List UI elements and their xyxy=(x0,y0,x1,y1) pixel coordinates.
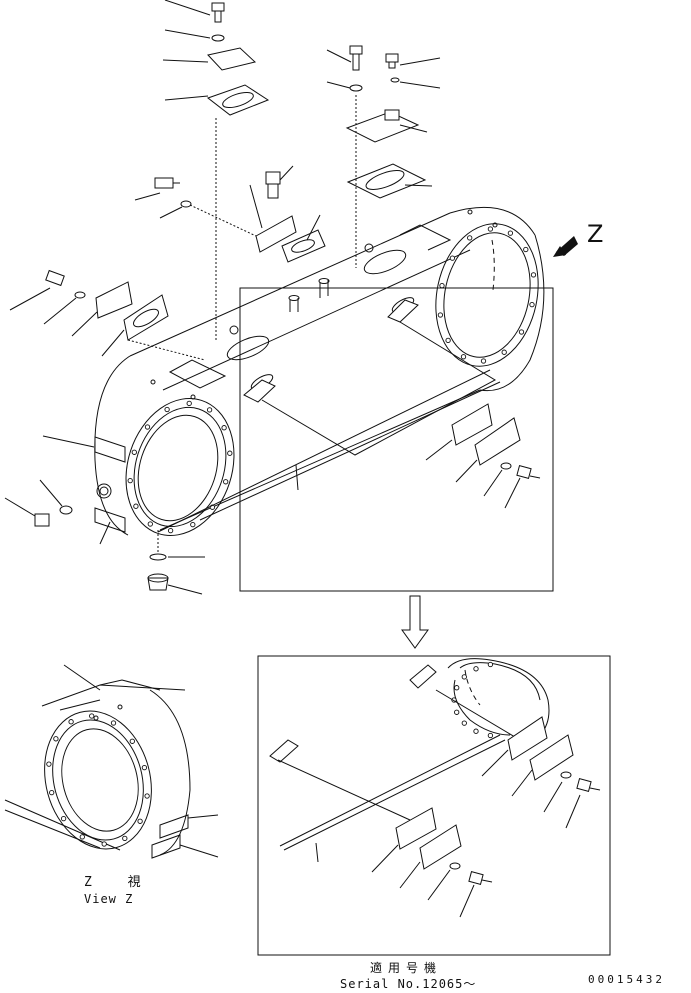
bolt-hole xyxy=(144,793,150,799)
bolt-hole xyxy=(206,407,213,413)
bolt-top-right xyxy=(345,45,427,268)
bolt-hole xyxy=(167,527,174,534)
bolt-hole xyxy=(221,425,227,431)
down-arrow-icon xyxy=(401,595,429,649)
bolt-hole xyxy=(454,709,460,715)
bolt-hole xyxy=(454,685,460,691)
side-brackets xyxy=(94,436,126,533)
bolt-hole xyxy=(473,666,479,672)
strip-line xyxy=(157,369,491,533)
bolt-hole xyxy=(523,246,529,253)
bolt-hole xyxy=(227,450,233,456)
case-housing xyxy=(94,206,545,536)
bolt-hole xyxy=(529,301,535,308)
detail-box-upper xyxy=(239,287,554,592)
right-flange-ring xyxy=(435,223,539,367)
view-z-marker: Z xyxy=(587,220,604,248)
bolt-hole xyxy=(487,661,494,668)
top-openings xyxy=(150,209,498,400)
bolt-hole xyxy=(518,329,525,335)
bolt-hole xyxy=(473,728,479,734)
bolt-top-left xyxy=(206,2,270,340)
bolt-hole xyxy=(439,282,445,289)
bolt-hole xyxy=(144,424,151,430)
bolt-hole xyxy=(487,732,494,739)
bolt-hole xyxy=(461,720,467,726)
serial-caption-jp: 適用号機 xyxy=(370,961,443,975)
bolt-hole xyxy=(46,761,52,767)
document-number: 00015432 xyxy=(588,973,665,986)
bolt-hole xyxy=(437,312,444,318)
serial-caption-en: Serial No.12065～ xyxy=(340,977,477,991)
arrow-icon xyxy=(553,236,578,257)
bolt-hole xyxy=(445,337,451,344)
bolt-hole xyxy=(122,835,128,842)
bolt-hole xyxy=(507,230,514,236)
bolt-hole xyxy=(129,738,135,744)
left-flange-ring xyxy=(125,398,235,536)
bolt-hole xyxy=(460,354,467,360)
bolt-hole xyxy=(89,713,95,719)
breather-parts xyxy=(154,171,326,263)
bolt-hole xyxy=(60,815,67,822)
bolt-hole xyxy=(133,503,139,509)
bolt-hole xyxy=(164,406,170,413)
bolt-hole xyxy=(137,818,143,824)
bolt-hole xyxy=(487,226,494,232)
bolt-hole xyxy=(449,255,456,261)
left-side-cover-parts xyxy=(34,269,206,527)
drain-plug xyxy=(147,530,169,591)
bolt-hole xyxy=(101,841,107,847)
bolt-hole xyxy=(127,477,133,484)
bolt-hole xyxy=(467,235,473,241)
view-z-inset xyxy=(4,664,219,859)
bolt-hole xyxy=(461,674,467,680)
bolt-hole xyxy=(530,272,537,278)
bolt-hole xyxy=(501,349,507,355)
leader-lines xyxy=(4,0,441,595)
view-z-caption-jp: Z 視 xyxy=(84,875,155,890)
bolt-hole xyxy=(79,834,85,840)
bolt-hole xyxy=(186,400,192,407)
bolt-hole xyxy=(110,720,117,726)
detail-box-lower xyxy=(257,655,611,956)
bolt-hole xyxy=(480,358,487,364)
bolt-hole xyxy=(68,719,74,725)
bolt-hole xyxy=(53,736,59,742)
bolt-hole xyxy=(49,789,55,796)
view-z-caption-en: View Z xyxy=(84,892,134,906)
bolt-hole xyxy=(131,449,137,455)
bolt-hole xyxy=(147,521,153,527)
bolt-hole xyxy=(190,521,196,528)
bolt-hole xyxy=(223,479,229,485)
bolt-hole xyxy=(141,764,148,771)
